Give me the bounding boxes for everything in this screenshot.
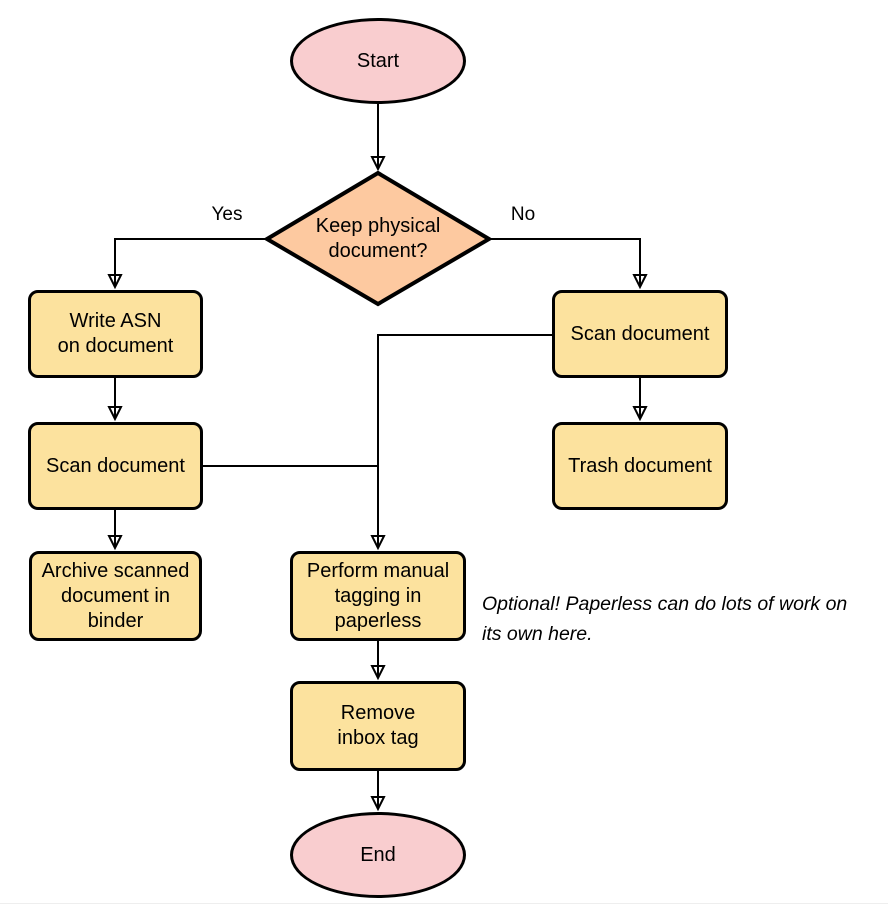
start-terminator: Start [290, 18, 466, 104]
process-scan-document-left: Scan document [28, 422, 203, 510]
end-terminator: End [290, 812, 466, 898]
process-manual-tagging: Perform manual tagging in paperless [290, 551, 466, 641]
connector-decision-yes-to-write-asn [107, 238, 267, 290]
process-archive-in-binder: Archive scanned document in binder [29, 551, 202, 641]
edge-label-yes: Yes [211, 204, 243, 225]
note-optional-paperless: Optional! Paperless can do lots of work … [482, 593, 848, 645]
process-remove-inbox-tag: Remove inbox tag [290, 681, 466, 771]
connector-scan-right-to-tagging [370, 334, 552, 551]
process-trash-document: Trash document [552, 422, 728, 510]
decision-diamond-shape [263, 170, 493, 307]
page-bottom-rule [0, 903, 888, 904]
edge-label-no: No [510, 204, 536, 225]
connector-decision-no-to-scan-right [489, 238, 648, 290]
process-write-asn: Write ASN on document [28, 290, 203, 378]
decision-keep-physical-label: Keep physical document? [315, 215, 441, 262]
process-scan-document-right: Scan document [552, 290, 728, 378]
